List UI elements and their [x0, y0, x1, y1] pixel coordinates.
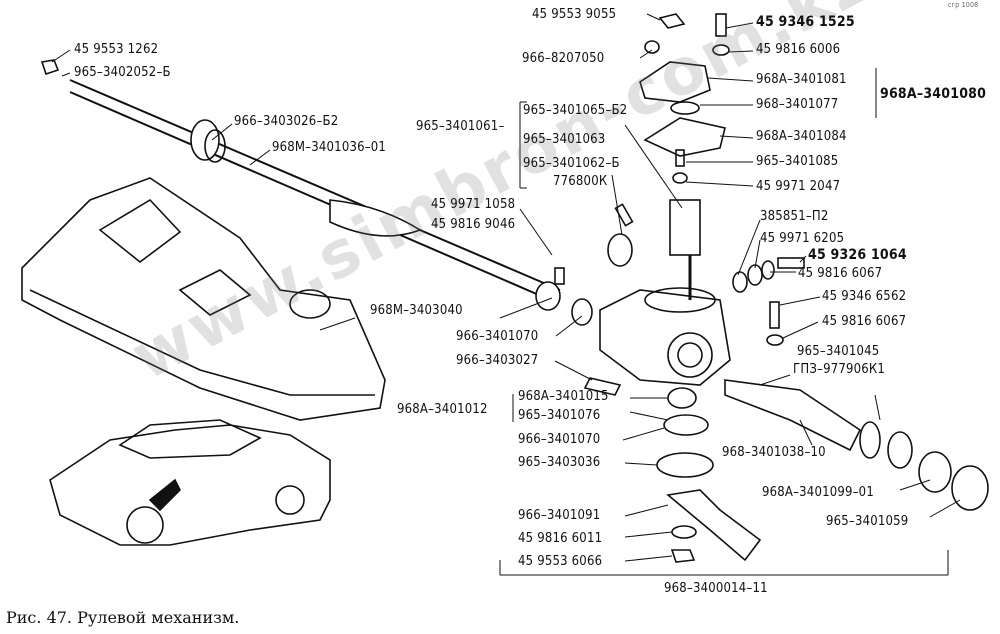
label-968a-3401081: 968А–3401081 [756, 72, 847, 87]
label-45-9553-6066: 45 9553 6066 [518, 554, 603, 569]
label-385851: 385851–П2 [760, 209, 829, 224]
floor-panel [21, 177, 386, 421]
side-parts [554, 203, 805, 396]
label-45-9971-2047: 45 9971 2047 [756, 179, 841, 194]
label-45-9553-1262: 45 9553 1262 [74, 42, 159, 57]
label-965-3402052: 965–3402052–Б [74, 65, 171, 80]
label-45-9816-6011: 45 9816 6011 [518, 531, 603, 546]
label-965-3401085: 965–3401085 [756, 154, 839, 169]
worm-shaft [724, 379, 989, 511]
label-45-9553-9055: 45 9553 9055 [532, 7, 617, 22]
label-968m-3403040: 968М–3403040 [370, 303, 463, 318]
sector-parts [656, 387, 762, 563]
label-45-9816-9046: 45 9816 9046 [431, 217, 516, 232]
label-966-8207050: 966–8207050 [522, 51, 605, 66]
label-45-9326-1064: 45 9326 1064 [808, 247, 907, 263]
label-968-3401077: 968–3401077 [756, 97, 839, 112]
label-45-9346-1525: 45 9346 1525 [756, 14, 855, 30]
label-965-3401065: 965–3401065–Б2 [523, 103, 628, 118]
label-965-3401062: 965–3401062–Б [523, 156, 620, 171]
steering-shaft [40, 59, 593, 326]
label-966-3401070-top: 966–3401070 [456, 329, 539, 344]
leader-lines [51, 13, 961, 576]
label-968m-3401036: 968М–3401036–01 [272, 140, 387, 155]
label-45-9971-1058: 45 9971 1058 [431, 197, 516, 212]
label-965-3401045: 965–3401045 [797, 344, 880, 359]
label-965-3401063: 965–3401063 [523, 132, 606, 147]
label-968a-3401015: 968А–3401015 [518, 389, 609, 404]
label-45-9971-6205: 45 9971 6205 [760, 231, 845, 246]
label-45-9816-6067-b: 45 9816 6067 [822, 314, 907, 329]
label-966-3401070-bottom: 966–3401070 [518, 432, 601, 447]
top-cover-parts [639, 13, 730, 256]
label-gpz-977906k1: ГПЗ–977906К1 [793, 362, 886, 377]
label-965-3401061: 965–3401061– [416, 119, 505, 134]
label-965-3401059: 965–3401059 [826, 514, 909, 529]
label-968a-3401084: 968А–3401084 [756, 129, 847, 144]
label-968-3400014: 968–3400014–11 [664, 581, 768, 596]
label-966-3403026: 966–3403026–Б2 [234, 114, 339, 129]
steering-box-housing [599, 200, 731, 386]
label-45-9816-6067-a: 45 9816 6067 [798, 266, 883, 281]
label-776800: 776800К [553, 174, 608, 189]
label-968-3401038: 968–3401038–10 [722, 445, 826, 460]
figure-caption: Рис. 47. Рулевой механизм. [6, 608, 240, 627]
corner-mark: сгр 1008 [948, 1, 979, 9]
label-965-3401076: 965–3401076 [518, 408, 601, 423]
label-968a-3401080: 968А–3401080 [880, 86, 987, 102]
label-966-3401091: 966–3401091 [518, 508, 601, 523]
label-965-3403036: 965–3403036 [518, 455, 601, 470]
label-968a-3401099: 968А–3401099–01 [762, 485, 874, 500]
car-illustration [49, 419, 331, 546]
label-45-9346-6562: 45 9346 6562 [822, 289, 907, 304]
label-968a-3401012: 968А–3401012 [397, 402, 488, 417]
label-966-3403027: 966–3403027 [456, 353, 539, 368]
label-45-9816-6006: 45 9816 6006 [756, 42, 841, 57]
